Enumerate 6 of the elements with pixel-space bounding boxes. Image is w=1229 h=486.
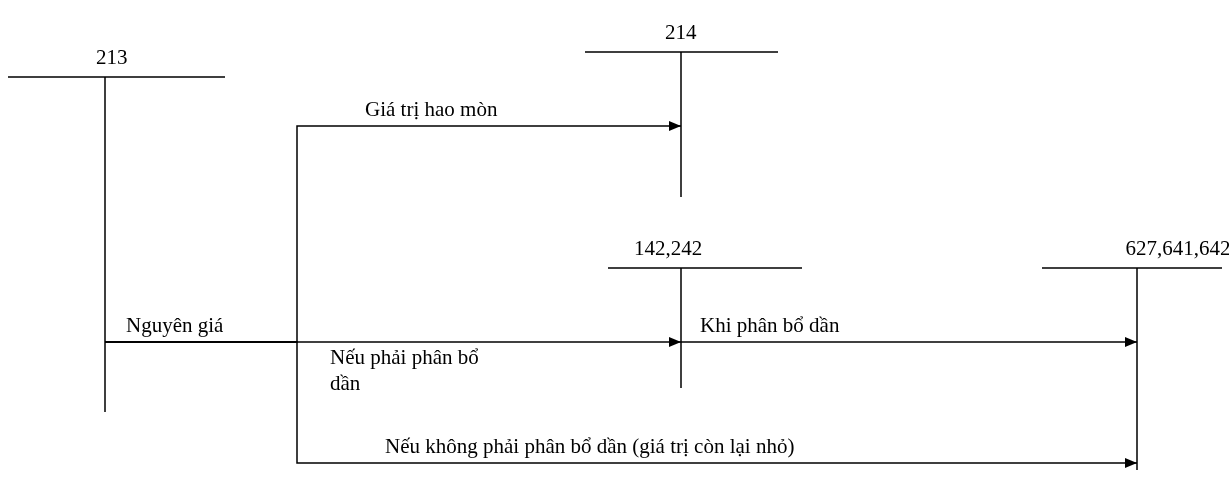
account-number: 142,242 xyxy=(634,236,703,260)
account-number: 214 xyxy=(665,20,697,44)
account-number: 627,641,642 xyxy=(1125,236,1229,260)
account-number: 213 xyxy=(96,45,128,69)
arrow xyxy=(104,341,1138,468)
arrow xyxy=(680,337,1138,347)
